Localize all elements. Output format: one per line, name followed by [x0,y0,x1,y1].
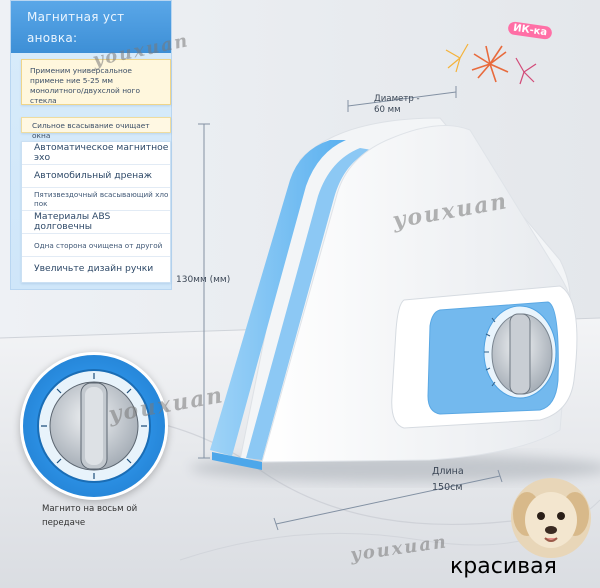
knob-closeup-illustration [37,369,151,483]
height-label: 130мм (мм) [176,275,231,285]
list-item: Одна сторона очищена от другой [22,234,170,257]
length-line [275,475,501,525]
feature-panel: Магнитная уст ановка: Применим универсал… [10,0,172,290]
diameter-text: Диаметр - 60 мм [374,94,420,115]
diameter-label: Диаметр - 60 мм [374,94,426,116]
length-label-value: 150см [432,482,463,493]
panel-title: Магнитная уст ановка: [11,1,171,53]
closeup-caption: Магнито на восьм ой передаче [42,502,142,530]
list-item: Автомобильный дренаж [22,165,170,188]
list-item: Увеличьте дизайн ручки [34,262,154,274]
magnet-knob-closeup [20,352,168,500]
closeup-caption-text: Магнито на восьм ой передаче [42,504,138,528]
list-item: Автоматическое магнитное эхо [22,142,170,165]
list-item: Пятизвездочный всасывающий хло пок [22,188,170,211]
length-label-title: Длина [432,466,464,477]
glass-thickness-note: Применим универсальное примене ние 5-25 … [21,59,171,105]
feature-list: Автоматическое магнитное эхо Автомобильн… [21,141,171,283]
fireworks-decoration [445,43,537,85]
diameter-line [347,91,457,107]
list-item: Материалы ABS долговечны [22,211,170,234]
suction-note: Сильное всасывание очищает окна [21,117,171,140]
dog-photo [511,478,591,558]
caption-word: красивая [450,554,557,579]
